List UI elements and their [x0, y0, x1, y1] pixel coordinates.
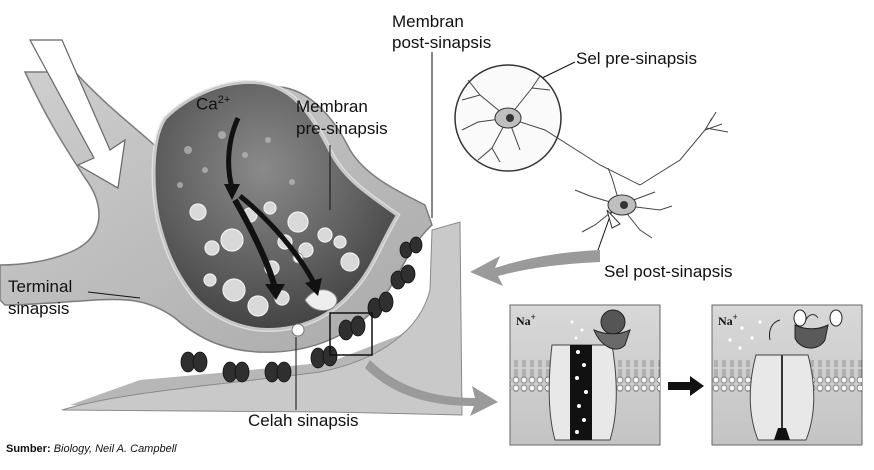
post-synaptic-cell — [61, 221, 463, 416]
neuron-illustration — [454, 64, 729, 239]
synaptic-cleft-label: Celah sinapsis — [248, 411, 359, 430]
terminal-label-line2: sinapsis — [8, 299, 70, 318]
zoom-arrow-bottom — [365, 360, 498, 416]
synaptic-vesicles — [189, 201, 360, 317]
source-author: Neil A. Campbell — [95, 443, 177, 455]
zoom-arrow-top — [470, 250, 600, 286]
source-book: Biology, — [53, 443, 93, 455]
sodium-label-open: Na+ — [516, 312, 536, 328]
channel-open-panel — [509, 304, 661, 446]
source-prefix: Sumber: — [6, 443, 51, 455]
neurotransmitter-molecule — [291, 323, 305, 337]
cell-pre-label: Sel pre-sinapsis — [576, 49, 697, 68]
transition-arrow — [668, 376, 704, 396]
membrane-post-label-line2: post-sinapsis — [392, 33, 492, 52]
exocytosis-arrow — [232, 198, 278, 289]
membrane-pre-label-line1: Membran — [296, 97, 368, 116]
synaptic-terminal-illustration — [0, 39, 463, 440]
receptor-proteins — [180, 236, 423, 383]
terminal-label-line1: Terminal — [8, 277, 73, 296]
calcium-label: Ca2+ — [196, 94, 231, 114]
receptor-zoom-box — [329, 312, 373, 356]
source-citation: Sumber: Biology, Neil A. Campbell — [6, 443, 177, 455]
cell-post-label: Sel post-sinapsis — [604, 262, 733, 281]
membrane-pre-label-line2: pre-sinapsis — [296, 119, 388, 138]
membrane-post-label-line1: Membran — [392, 12, 464, 31]
impulse-arrow — [28, 39, 126, 189]
calcium-arrow — [226, 116, 241, 189]
sodium-label-closed: Na+ — [718, 312, 738, 328]
channel-closed-panel — [711, 304, 863, 446]
